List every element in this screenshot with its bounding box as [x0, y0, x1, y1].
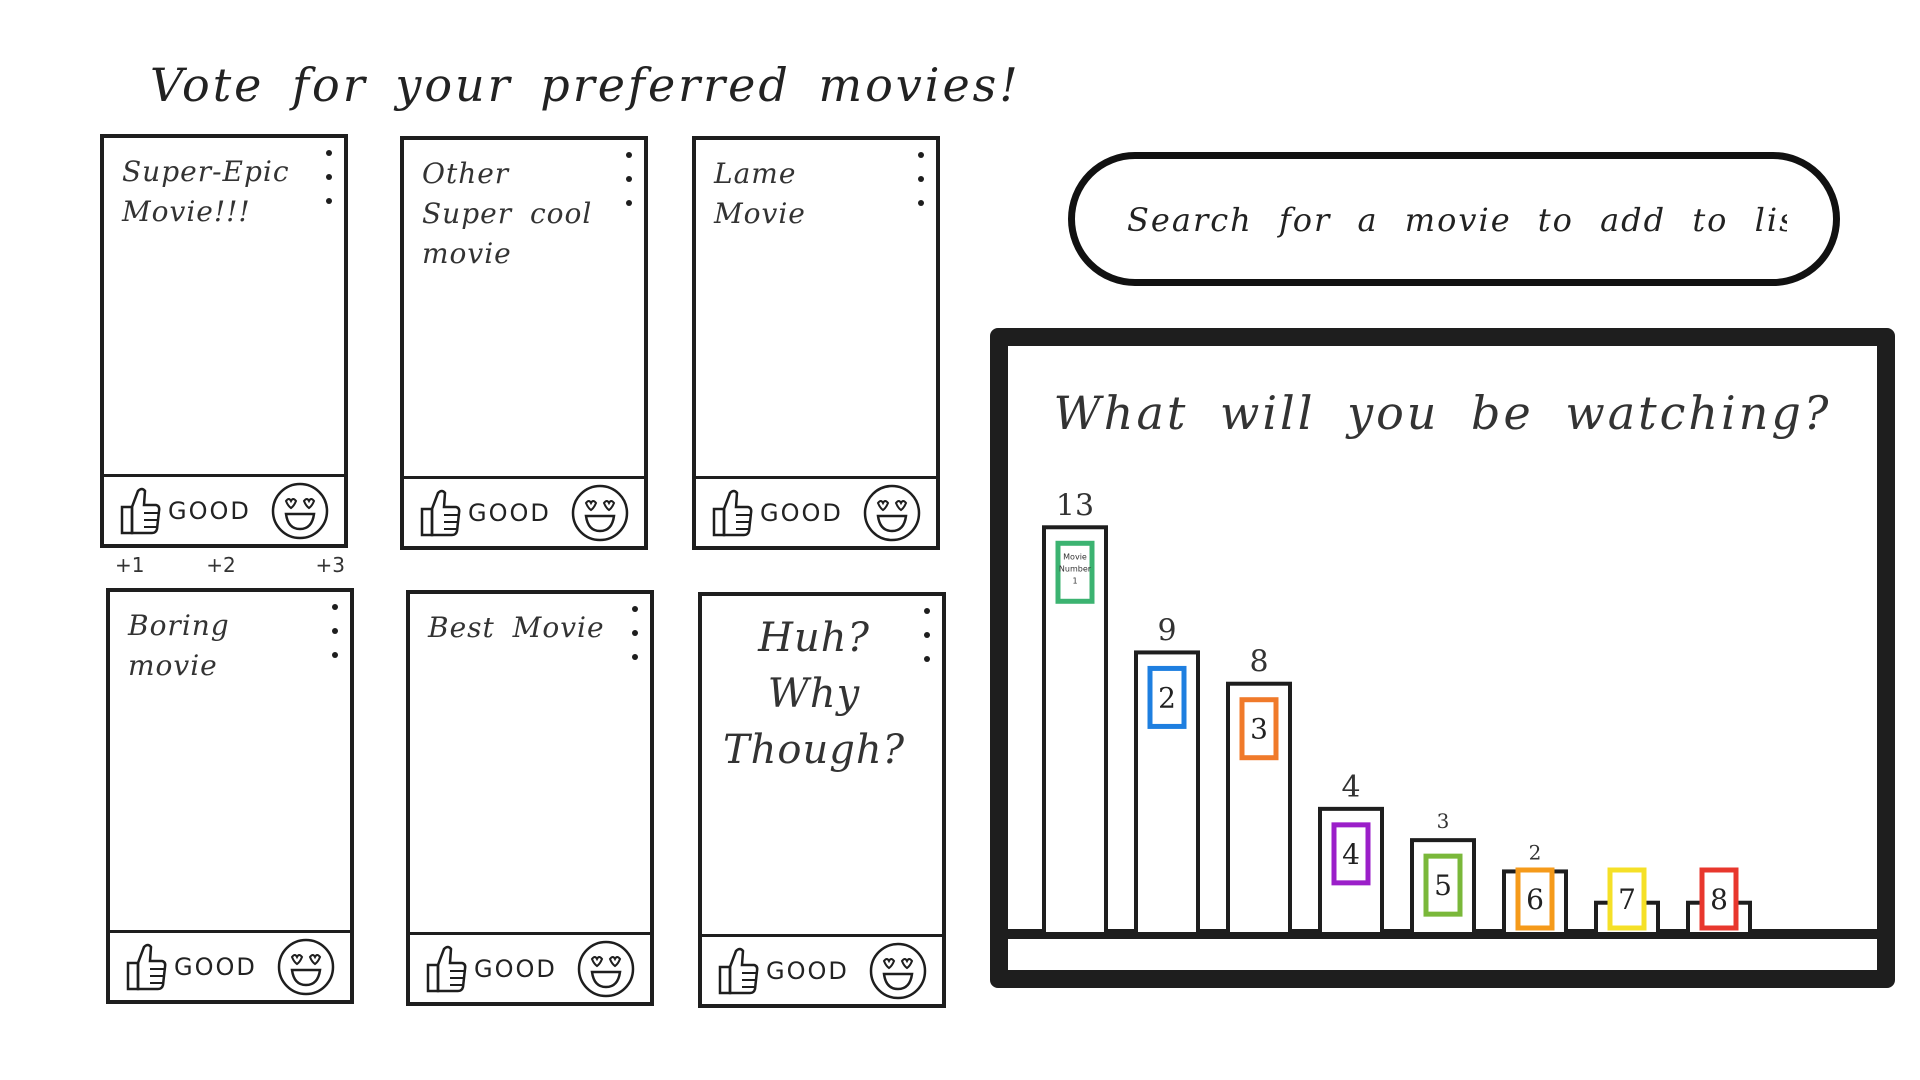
movie-badge: [1423, 853, 1463, 917]
good-label: GOOD: [168, 496, 251, 525]
chart-value-label: 9: [1157, 613, 1176, 648]
movie-card[interactable]: Huh? Why Though? GOOD: [698, 592, 946, 1008]
movie-title: Huh? Why Though?: [722, 615, 906, 773]
movie-title: Other Super cool movie: [422, 157, 593, 270]
movie-badge-label: 4: [1342, 838, 1360, 871]
movie-badge-label: 6: [1526, 883, 1544, 916]
movie-title: Boring movie: [128, 609, 230, 682]
vote-good-button[interactable]: GOOD: [118, 485, 251, 537]
chart-value-label: 13: [1056, 488, 1094, 523]
vote-bar: GOOD: [110, 930, 350, 1000]
vote-good-button[interactable]: GOOD: [124, 941, 257, 993]
heart-eyes-icon: [863, 484, 921, 541]
thumbs-up-icon: [712, 489, 753, 536]
movie-card[interactable]: Other Super cool movie GOOD: [400, 136, 648, 550]
movie-badge: [1699, 867, 1739, 931]
chart-value-label: 3: [1437, 809, 1450, 833]
vote-scale-label: +2: [206, 553, 236, 577]
love-vote-button[interactable]: [576, 939, 636, 999]
love-vote-button[interactable]: [868, 941, 928, 1001]
movie-badge-label: 8: [1710, 883, 1728, 916]
movie-badge: [1331, 822, 1371, 886]
vote-bar: GOOD: [404, 476, 644, 546]
love-vote-button[interactable]: [270, 481, 330, 541]
movie-badge: [1055, 540, 1095, 604]
movie-badge: [1147, 665, 1187, 729]
vote-bar: GOOD: [702, 934, 942, 1004]
page-title: Vote for your preferred movies!: [150, 58, 1021, 112]
more-menu-button[interactable]: [920, 608, 934, 662]
movie-card[interactable]: Best Movie GOOD: [406, 590, 654, 1006]
movie-card[interactable]: Boring movie GOOD: [106, 588, 354, 1004]
movie-card[interactable]: Super-Epic Movie!!! GOOD: [100, 134, 348, 548]
movie-badge: [1515, 867, 1555, 931]
search-input[interactable]: [1125, 187, 1789, 253]
vote-scale-label: +1: [115, 553, 145, 577]
vote-scale: +1 +2 +3: [115, 553, 345, 577]
vote-scale-label: +3: [315, 553, 345, 577]
chart-value-label: 2: [1529, 840, 1542, 864]
movie-badge: [1607, 867, 1647, 931]
chart-plot: 13MovieNumber192834435261718: [1008, 488, 1877, 939]
heart-eyes-icon: [571, 484, 629, 541]
heart-eyes-icon: [277, 938, 335, 995]
heart-eyes-icon: [577, 940, 635, 997]
thumbs-up-icon: [426, 945, 467, 992]
movie-badge-label: 2: [1158, 681, 1176, 714]
thumbs-up-icon: [718, 947, 759, 994]
vote-good-button[interactable]: GOOD: [710, 487, 843, 539]
movie-badge: [1239, 697, 1279, 761]
search-box[interactable]: [1068, 152, 1840, 286]
good-label: GOOD: [766, 956, 849, 985]
more-menu-button[interactable]: [322, 150, 336, 204]
more-menu-button[interactable]: [628, 606, 642, 660]
vote-good-button[interactable]: GOOD: [716, 945, 849, 997]
more-menu-button[interactable]: [622, 152, 636, 206]
vote-bar: GOOD: [410, 932, 650, 1002]
love-vote-button[interactable]: [570, 483, 630, 543]
movie-card[interactable]: Lame Movie GOOD: [692, 136, 940, 550]
love-vote-button[interactable]: [276, 937, 336, 997]
movie-title: Lame Movie: [714, 157, 806, 230]
chart-value-label: 8: [1249, 645, 1268, 680]
movie-title: Best Movie: [428, 611, 605, 644]
love-vote-button[interactable]: [862, 483, 922, 543]
good-label: GOOD: [174, 952, 257, 981]
thumbs-up-icon: [420, 489, 461, 536]
heart-eyes-icon: [869, 942, 927, 999]
vote-good-button[interactable]: GOOD: [424, 943, 557, 995]
vote-bar: GOOD: [696, 476, 936, 546]
movie-badge-label: 3: [1250, 713, 1268, 746]
thumbs-up-icon: [126, 943, 167, 990]
good-label: GOOD: [474, 954, 557, 983]
movie-badge-label: 5: [1434, 869, 1452, 902]
chart-title: What will you be watching?: [1053, 386, 1832, 440]
more-menu-button[interactable]: [914, 152, 928, 206]
movie-title: Super-Epic Movie!!!: [122, 155, 290, 228]
good-label: GOOD: [760, 498, 843, 527]
vote-bar: GOOD: [104, 474, 344, 544]
vote-good-button[interactable]: GOOD: [418, 487, 551, 539]
movie-badge-label: 7: [1618, 883, 1636, 916]
chart-value-label: 4: [1341, 770, 1360, 805]
good-label: GOOD: [468, 498, 551, 527]
heart-eyes-icon: [271, 482, 329, 539]
thumbs-up-icon: [120, 487, 161, 534]
more-menu-button[interactable]: [328, 604, 342, 658]
